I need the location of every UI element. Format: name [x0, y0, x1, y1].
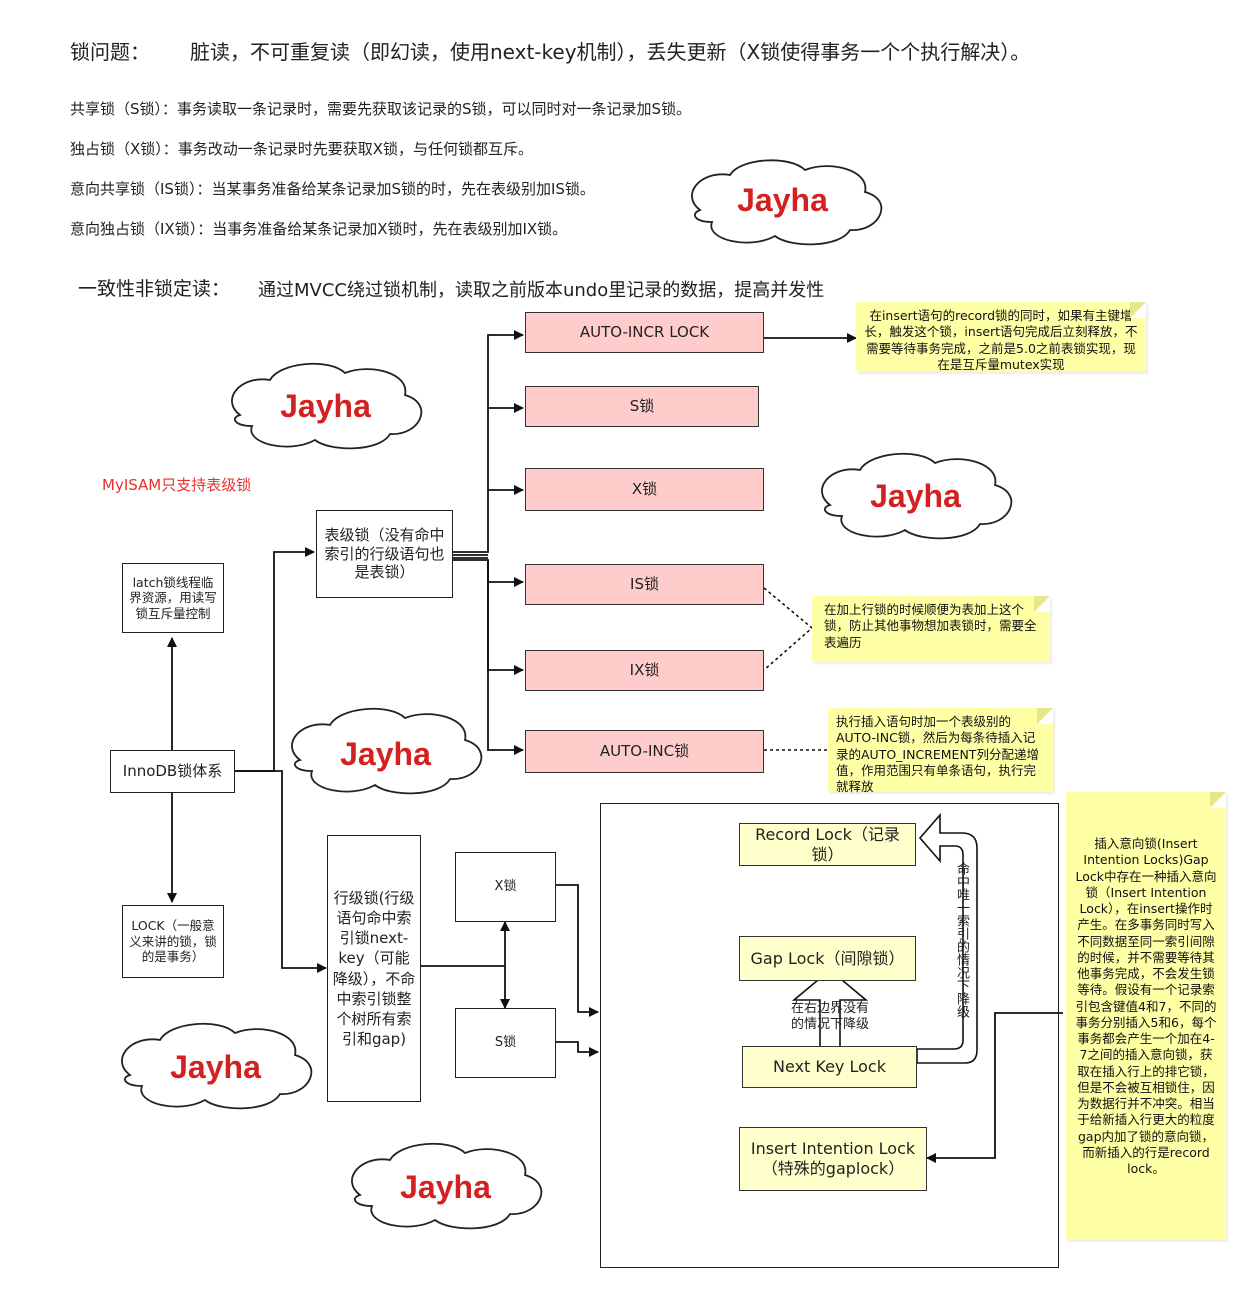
cloud-1 — [691, 159, 883, 246]
table-s-lock-node: S锁 — [525, 386, 759, 427]
lock-problem-label: 锁问题： — [70, 40, 150, 64]
degrade-boundary-label: 在右边界没有的情况下降级 — [790, 1001, 869, 1032]
definition-intention-shared: 意向共享锁（IS锁）：当某事务准备给某条记录加S锁的时，先在表级别加IS锁。 — [70, 180, 595, 198]
cloud-6 — [351, 1142, 543, 1230]
auto-inc-note: 执行插入语句时加一个表级别的AUTO-INC锁，然后为每条待插入记录的AUTO_… — [828, 708, 1053, 794]
table-x-lock-node: X锁 — [525, 468, 764, 511]
ix-lock-node: IX锁 — [525, 650, 764, 691]
definition-exclusive-lock: 独占锁（X锁）：事务改动一条记录时先要获取X锁，与任何锁都互斥。 — [70, 140, 534, 158]
insert-intention-note: 插入意向锁(Insert Intention Locks)Gap Lock中存在… — [1066, 792, 1226, 1240]
row-x-lock-node: X锁 — [455, 852, 556, 922]
degrade-curve-arrow — [916, 812, 978, 1064]
auto-incr-lock-node: AUTO-INCR LOCK — [525, 312, 764, 353]
table-lock-node: 表级锁（没有命中索引的行级语句也是表锁） — [316, 510, 453, 598]
intention-lock-note: 在加上行锁的时候顺便为表加上这个锁，防止其他事物想加表锁时，需要全表遍历 — [812, 596, 1050, 662]
is-lock-node: IS锁 — [525, 564, 764, 605]
cloud-5 — [121, 1022, 313, 1110]
watermark-text-5: Jayha — [170, 1049, 261, 1085]
definition-intention-exclusive: 意向独占锁（IX锁）：当事务准备给某条记录加X锁时，先在表级别加IX锁。 — [70, 220, 568, 238]
cloud-4 — [291, 707, 483, 795]
degrade-unique-index-label: 命中唯一索引的情况下降级 — [954, 862, 969, 1018]
consistent-read-label: 一致性非锁定读： — [78, 278, 231, 300]
watermark-clouds — [121, 159, 1013, 1230]
watermark-text-3: Jayha — [870, 478, 961, 514]
insert-intention-lock-node: Insert Intention Lock（特殊的gaplock） — [739, 1127, 927, 1191]
next-key-lock-node: Next Key Lock — [742, 1046, 917, 1088]
watermark-text-4: Jayha — [340, 736, 431, 772]
lock-problem-text: 脏读，不可重复读（即幻读，使用next-key机制），丢失更新（X锁使得事务一个… — [190, 40, 1031, 64]
cloud-2 — [231, 362, 423, 450]
myisam-note: MyISAM只支持表级锁 — [102, 476, 252, 494]
definition-shared-lock: 共享锁（S锁）：事务读取一条记录时，需要先获取该记录的S锁，可以同时对一条记录加… — [70, 100, 692, 118]
consistent-read-text: 通过MVCC绕过锁机制，读取之前版本undo里记录的数据，提高并发性 — [258, 280, 825, 301]
row-lock-types-container — [600, 803, 1059, 1268]
auto-incr-note: 在insert语句的record锁的同时，如果有主键增长，触发这个锁，inser… — [856, 302, 1146, 372]
watermark-text-6: Jayha — [400, 1169, 491, 1205]
record-lock-node: Record Lock（记录锁） — [739, 823, 916, 866]
gap-lock-node: Gap Lock（间隙锁） — [739, 936, 916, 981]
latch-node: latch锁线程临界资源，用读写锁互斥量控制 — [122, 563, 224, 633]
cloud-3 — [821, 452, 1013, 540]
row-s-lock-node: S锁 — [455, 1008, 556, 1078]
degrade-up-arrow — [791, 968, 869, 1056]
watermark-text-1: Jayha — [737, 182, 828, 218]
row-lock-node: 行级锁(行级语句命中索引锁next-key（可能降级），不命中索引锁整个树所有索… — [327, 835, 421, 1102]
lock-node: LOCK（一般意义来讲的锁，锁的是事务） — [122, 905, 224, 978]
watermark-text-2: Jayha — [280, 388, 371, 424]
auto-inc-lock-node: AUTO-INC锁 — [525, 730, 764, 773]
innodb-node: InnoDB锁体系 — [110, 750, 235, 793]
